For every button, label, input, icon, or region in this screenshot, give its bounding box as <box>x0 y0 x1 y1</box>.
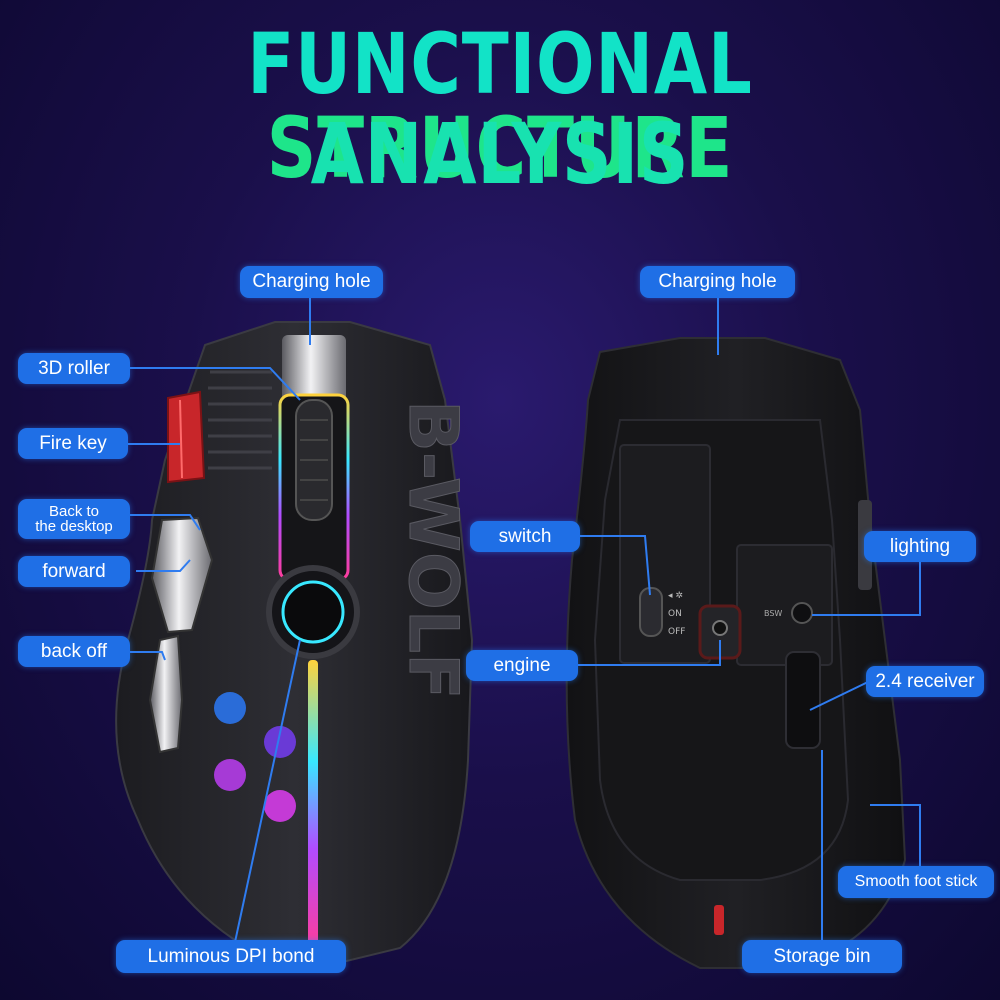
callout-back-off: back off <box>18 636 130 667</box>
callout-3d-roller: 3D roller <box>18 353 130 384</box>
callout-forward: forward <box>18 556 130 587</box>
mouse-brand-logo: B-WOLF <box>393 400 472 700</box>
callout-luminous-dpi: Luminous DPI bond <box>116 940 346 973</box>
callout-charging-hole-left: Charging hole <box>240 266 383 298</box>
receiver-slot <box>785 651 821 749</box>
mouse-bottom-view: ◂ ✲ ON OFF BSW <box>565 337 907 969</box>
callout-engine: engine <box>466 650 578 681</box>
lighting-button-label: BSW <box>764 609 782 618</box>
title-word-structure: STRUCTURE <box>266 99 734 197</box>
dpi-button-1 <box>214 692 246 724</box>
callout-back-to-desktop-line1: Back to <box>48 503 100 520</box>
callout-back-to-desktop-line2: the desktop <box>35 518 113 535</box>
leader-lines <box>126 296 921 957</box>
dpi-button-3 <box>214 759 246 791</box>
title-line-1: FUNCTIONAL STRUCTURE <box>90 22 910 190</box>
sensor-lens <box>712 620 728 636</box>
callout-charging-hole-right: Charging hole <box>640 266 795 298</box>
callout-receiver: 2.4 receiver <box>866 666 984 697</box>
grip-texture <box>208 370 272 470</box>
title-line-2: ANALYSIS <box>310 105 690 203</box>
switch-light-mark: ◂ ✲ <box>668 591 683 601</box>
tail-red-accent <box>714 905 724 935</box>
callout-back-to-desktop: Back to the desktop <box>18 499 130 539</box>
bottom-panel-upper <box>619 444 711 664</box>
switch-off-label: OFF <box>668 627 685 637</box>
mouse-top-view: B-WOLF <box>115 321 474 967</box>
callout-switch: switch <box>470 521 580 552</box>
switch-on-label: ON <box>668 609 682 619</box>
lighting-button <box>791 602 813 624</box>
center-chrome-strip <box>282 335 346 405</box>
fire-key <box>167 390 206 484</box>
callout-smooth-foot-stick: Smooth foot stick <box>838 866 994 898</box>
dpi-button-4 <box>264 790 296 822</box>
side-button-forward <box>150 516 214 634</box>
dpi-ring-light <box>281 580 345 644</box>
rgb-strip <box>308 660 318 950</box>
bottom-panel-right <box>736 544 833 666</box>
dpi-button-2 <box>264 726 296 758</box>
title-word-functional: FUNCTIONAL <box>247 15 753 113</box>
callout-fire-key: Fire key <box>18 428 128 459</box>
callout-lighting: lighting <box>864 531 976 562</box>
power-switch <box>639 587 663 637</box>
callout-storage-bin: Storage bin <box>742 940 902 973</box>
side-button-back <box>148 634 184 754</box>
scroll-wheel-texture <box>300 419 328 501</box>
